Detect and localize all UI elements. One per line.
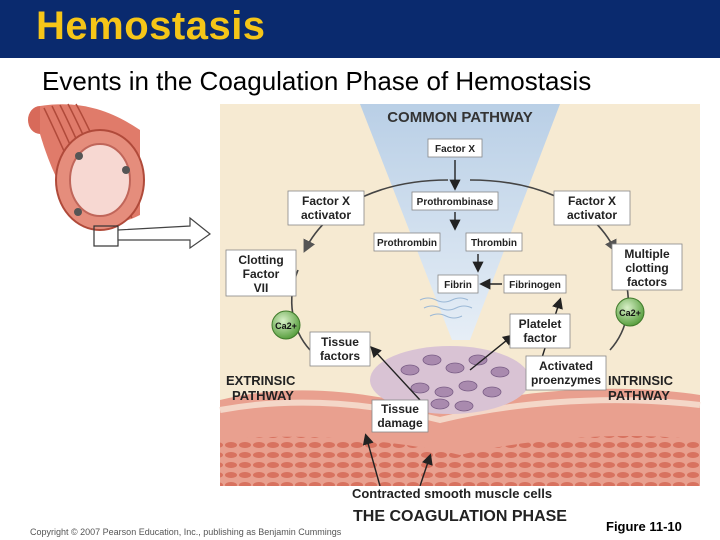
smooth-muscle-label: Contracted smooth muscle cells: [352, 486, 552, 501]
multiple-clotting-factors-line1: Multiple: [624, 247, 670, 261]
intrinsic-pathway-line1: INTRINSIC: [608, 373, 674, 388]
fibrinogen-label: Fibrinogen: [509, 280, 561, 291]
factor-x-activator-left-line1: Factor X: [302, 194, 350, 208]
platelet-factor-line2: factor: [523, 331, 557, 345]
blood-vessel-illustration: [28, 104, 210, 248]
tissue-factors-line2: factors: [320, 349, 360, 363]
factor-x-activator-right-line2: activator: [567, 208, 617, 222]
multiple-clotting-factors-line2: clotting: [625, 261, 668, 275]
coagulation-phase-label: THE COAGULATION PHASE: [353, 508, 567, 525]
multiple-clotting-factors-line3: factors: [627, 275, 667, 289]
copyright-notice: Copyright © 2007 Pearson Education, Inc.…: [30, 527, 341, 537]
thrombin-label: Thrombin: [471, 238, 517, 249]
intrinsic-pathway-line2: PATHWAY: [608, 388, 670, 403]
platelet-factor-line1: Platelet: [519, 317, 562, 331]
calcium-right-label: Ca2+: [619, 308, 641, 318]
factor-x-activator-left-line2: activator: [301, 208, 351, 222]
fibrin-label: Fibrin: [444, 280, 472, 291]
prothrombin-label: Prothrombin: [377, 238, 437, 249]
factor-x-label: Factor X: [435, 144, 475, 155]
clotting-factor-vii-line3: VII: [254, 281, 269, 295]
activated-proenzymes-line2: proenzymes: [531, 373, 601, 387]
tissue-damage-line1: Tissue: [381, 402, 419, 416]
prothrombinase-label: Prothrombinase: [417, 197, 494, 208]
extrinsic-pathway-line2: PATHWAY: [232, 388, 294, 403]
extrinsic-pathway-line1: EXTRINSIC: [226, 373, 296, 388]
tissue-factors-line1: Tissue: [321, 335, 359, 349]
calcium-left-label: Ca2+: [275, 321, 297, 331]
common-pathway-label: COMMON PATHWAY: [387, 109, 533, 126]
tissue-damage-line2: damage: [377, 416, 423, 430]
factor-x-activator-right-line1: Factor X: [568, 194, 616, 208]
clotting-factor-vii-line1: Clotting: [238, 253, 283, 267]
activated-proenzymes-line1: Activated: [539, 359, 593, 373]
figure-number: Figure 11-10: [606, 519, 682, 534]
clotting-factor-vii-line2: Factor: [243, 267, 280, 281]
